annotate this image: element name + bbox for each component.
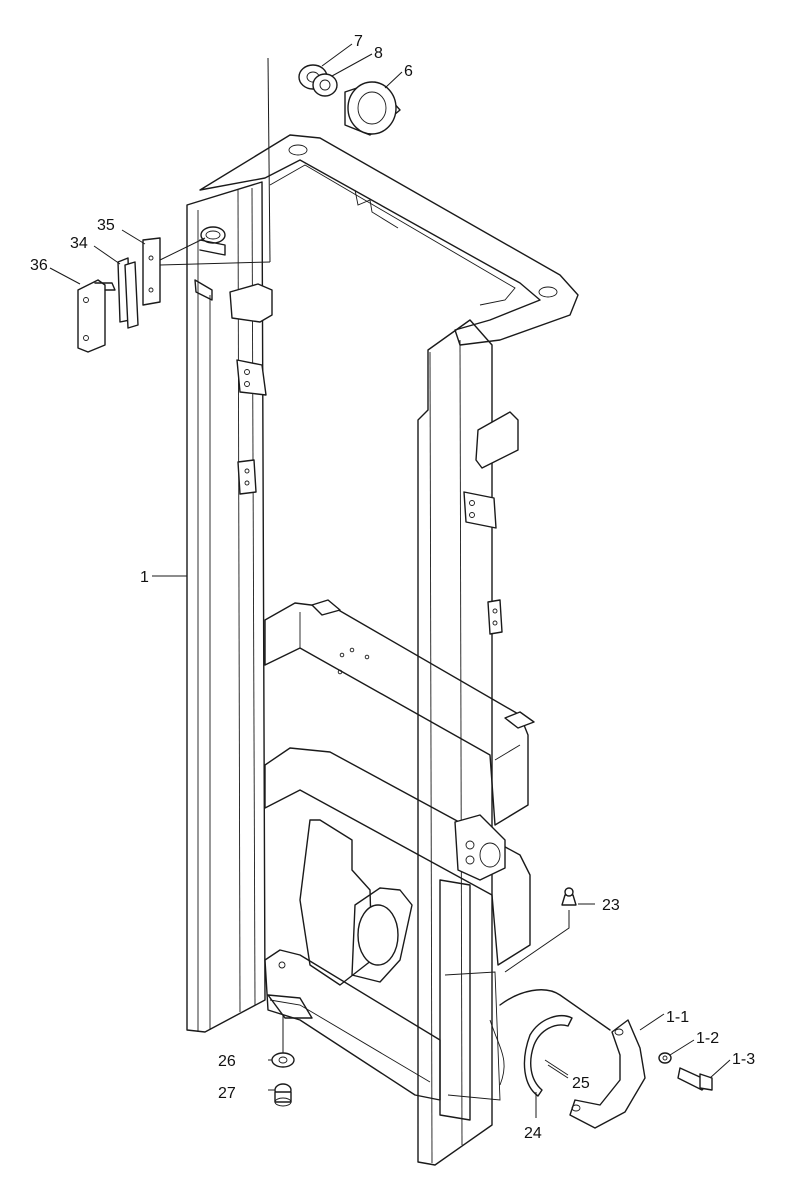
label-1-3: 1-3	[732, 1051, 755, 1068]
upper-cross-member	[264, 599, 535, 826]
label-34: 34	[70, 235, 88, 252]
lower-cross-member	[264, 747, 531, 1121]
mast-base	[264, 949, 441, 1101]
leader-lines	[49, 43, 731, 1118]
label-1: 1	[140, 569, 149, 586]
mast-left-upright	[186, 181, 273, 1033]
label-23: 23	[602, 897, 620, 914]
grease-nipple	[561, 887, 577, 906]
label-7: 7	[354, 33, 363, 50]
label-26: 26	[218, 1053, 236, 1070]
callout-labels: 1 1-1 1-2 1-3 6 7 8 23 24 25 26 27 34 35…	[30, 33, 755, 1142]
bracket-assembly	[569, 1019, 713, 1129]
label-27: 27	[218, 1085, 236, 1102]
stopper-assembly	[77, 237, 161, 353]
top-roller	[199, 64, 401, 256]
label-35: 35	[97, 217, 115, 234]
label-8: 8	[374, 45, 383, 62]
label-1-1: 1-1	[666, 1009, 689, 1026]
label-6: 6	[404, 63, 413, 80]
label-24: 24	[524, 1125, 542, 1142]
bushing-assembly	[489, 989, 611, 1097]
mast-right-upright	[417, 319, 519, 1166]
label-25: 25	[572, 1075, 590, 1092]
label-1-2: 1-2	[696, 1030, 719, 1047]
label-36: 36	[30, 257, 48, 274]
washer-nut	[271, 1052, 295, 1107]
